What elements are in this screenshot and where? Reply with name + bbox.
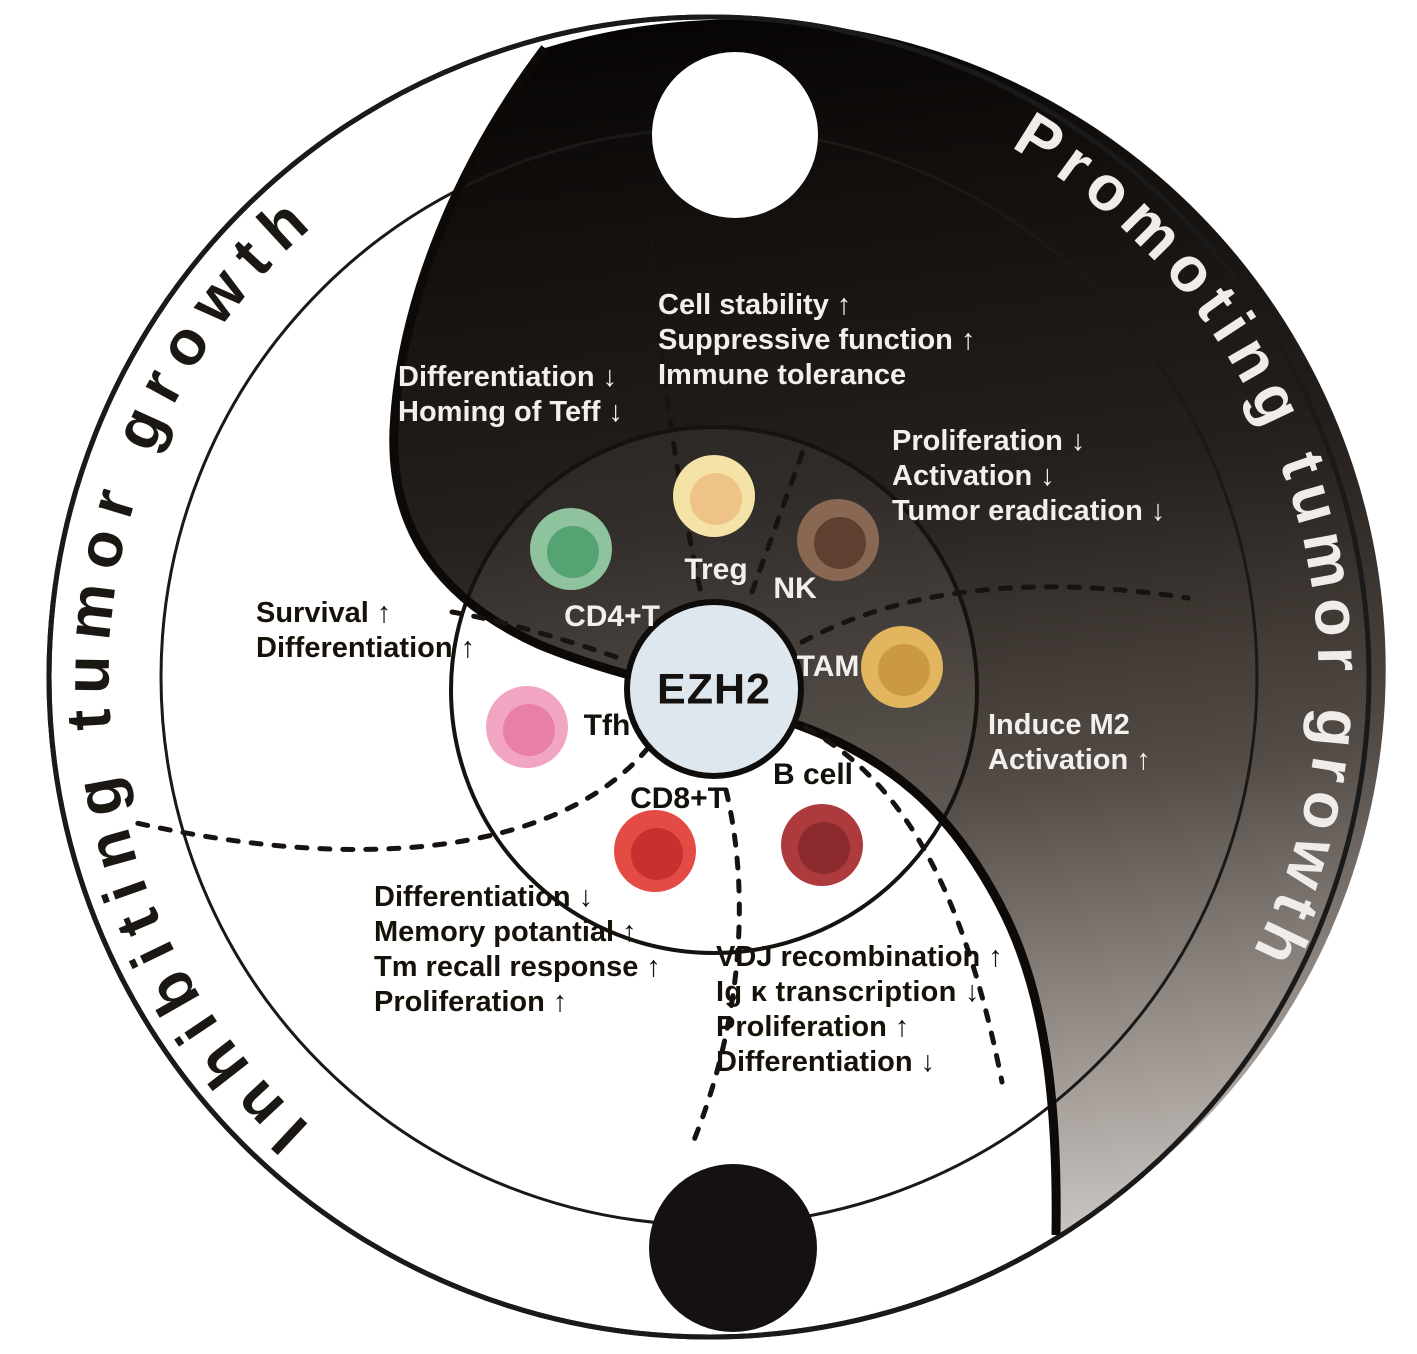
tam-annotation-line: Activation ↑ [988, 744, 1151, 776]
divider-nk-tam [799, 584, 1191, 645]
treg-annotation-line: Immune tolerance [658, 359, 907, 391]
bcell-label: B cell [772, 758, 854, 791]
nk-annotation: Proliferation ↓ Activation ↓ Tumor eradi… [892, 424, 1165, 529]
ezh2-hub-label: EZH2 [657, 665, 771, 714]
treg-cell [673, 455, 755, 537]
divider-bcell-cd8t [687, 787, 742, 1153]
tam-cell-inner [878, 644, 930, 696]
nk-annotation-line: Activation ↓ [892, 460, 1055, 492]
cd8t-annotation: Differentiation ↓ Memory potantial ↑ Tm … [374, 880, 661, 1020]
cd8t-annotation-line: Differentiation ↓ [374, 881, 594, 913]
tam-label: TAM [796, 650, 860, 683]
divider-cd8t-tfh [129, 745, 651, 852]
cd4t-annotation: Differentiation ↓ Homing of Teff ↓ [398, 360, 623, 430]
promoting-blob [393, 19, 1386, 1235]
tfh-annotation-line: Survival ↑ [256, 597, 392, 629]
tam-annotation-line: Induce M2 [988, 709, 1130, 741]
bcell-annotation-line: Ig κ transcription ↓ [716, 976, 980, 1008]
cd8t-annotation-line: Proliferation ↑ [374, 986, 568, 1018]
bcell-cell [781, 804, 863, 886]
bcell-cell-inner [798, 822, 850, 874]
tfh-cell [486, 686, 568, 768]
tam-cell [861, 626, 943, 708]
divider-tfh-cd4t [449, 609, 619, 660]
divider-cd4t-treg [648, 239, 703, 592]
white-dot [652, 52, 818, 218]
tfh-annotation: Survival ↑ Differentiation ↑ [256, 596, 475, 666]
tfh-cell-inner [503, 704, 555, 756]
treg-label: Treg [684, 553, 748, 586]
ezh2-hub-circle [624, 599, 804, 779]
cd4t-annotation-line: Differentiation ↓ [398, 361, 618, 393]
cd8t-annotation-line: Tm recall response ↑ [374, 951, 661, 983]
nk-annotation-line: Tumor eradication ↓ [892, 495, 1166, 527]
cd4t-cell-inner [547, 526, 599, 578]
treg-annotation: Cell stability ↑ Suppressive function ↑ … [658, 288, 975, 393]
tfh-annotation-line: Differentiation ↑ [256, 632, 476, 664]
cd8t-cell-inner [631, 828, 683, 880]
treg-annotation-line: Suppressive function ↑ [658, 324, 976, 356]
cd4t-label: CD4+T [564, 600, 660, 633]
cd8t-annotation-line: Memory potantial ↑ [374, 916, 637, 948]
sector-divider-dashes [129, 239, 1191, 1153]
treg-cell-inner [690, 473, 742, 525]
nk-cell-inner [814, 517, 866, 569]
nk-cell [797, 499, 879, 581]
bcell-annotation: VDJ recombination ↑ Ig κ transcription ↓… [716, 940, 1003, 1080]
cd4t-annotation-line: Homing of Teff ↓ [398, 396, 623, 428]
bcell-annotation-line: Proliferation ↑ [716, 1011, 910, 1043]
cd4t-cell [530, 508, 612, 590]
bcell-annotation-line: Differentiation ↓ [716, 1046, 936, 1078]
black-dot [649, 1164, 817, 1332]
bcell-annotation-line: VDJ recombination ↑ [716, 941, 1003, 973]
cd8t-cell [614, 810, 696, 892]
tam-annotation: Induce M2 Activation ↑ [988, 708, 1151, 778]
nk-annotation-line: Proliferation ↓ [892, 425, 1086, 457]
treg-annotation-line: Cell stability ↑ [658, 289, 852, 321]
outer-circle-outline [46, 14, 1372, 1340]
divider-tam-bcell [803, 725, 1005, 1085]
tfh-label: Tfh [583, 709, 631, 742]
nk-label: NK [773, 572, 817, 605]
divider-treg-nk [749, 445, 807, 595]
cd8t-label: CD8+T [630, 782, 726, 815]
